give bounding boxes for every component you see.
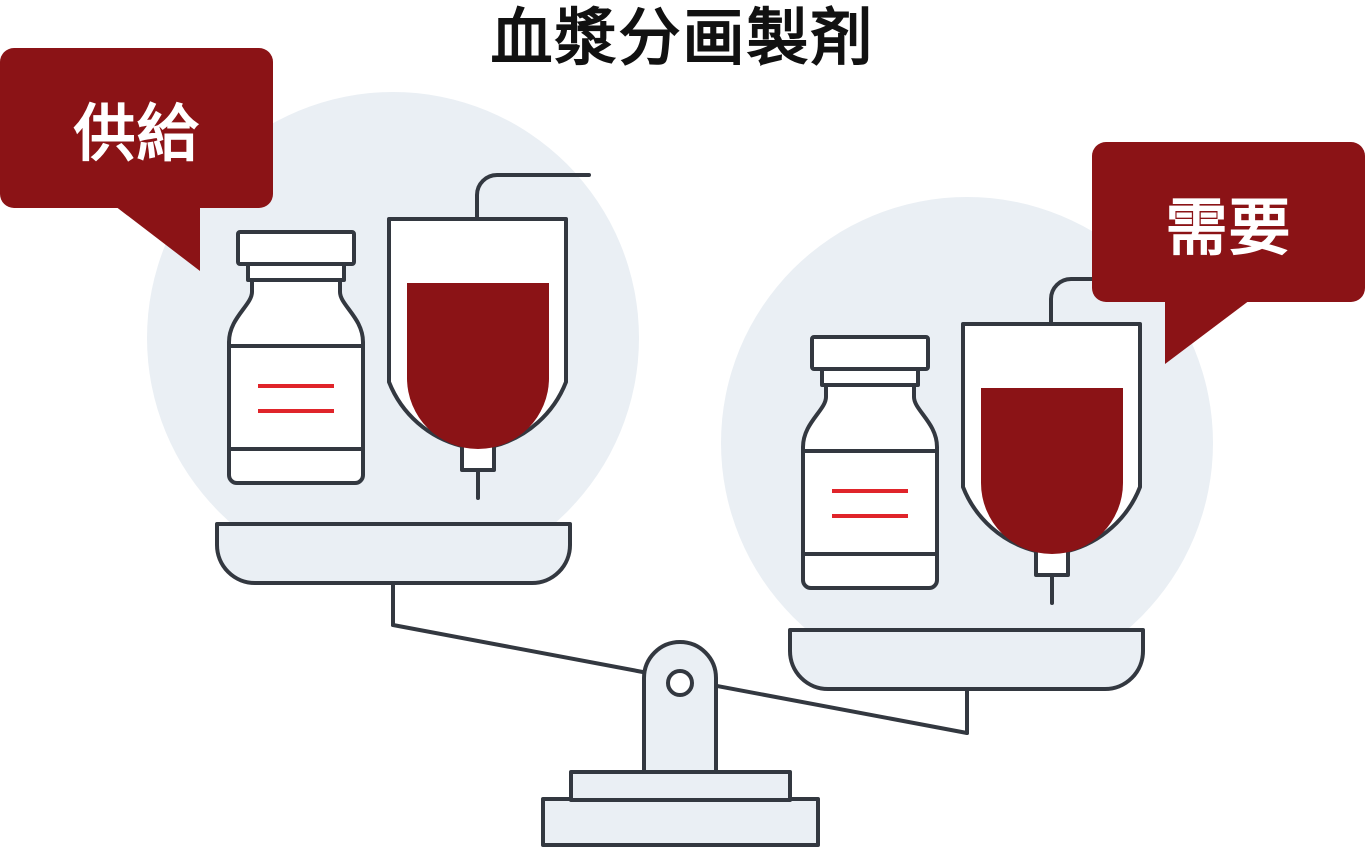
demand-speech-bubble: 需要: [1092, 142, 1365, 302]
supply-pan: [215, 522, 572, 585]
demand-vial-icon: [801, 335, 939, 590]
scale-base-top: [569, 770, 792, 802]
supply-blood-bag-icon: [387, 173, 591, 500]
supply-label: 供給: [73, 97, 200, 170]
supply-vial-icon: [227, 230, 365, 485]
demand-label: 需要: [1165, 191, 1292, 264]
scale-base-bottom: [541, 797, 820, 847]
demand-bubble-tail: [1165, 300, 1250, 364]
supply-speech-bubble: 供給: [0, 48, 273, 208]
scale-pivot: [666, 669, 694, 697]
demand-blood-bag-icon: [961, 277, 1142, 605]
scale-post: [642, 640, 718, 774]
balance-scale-icon: [215, 522, 1145, 847]
page-title: 血漿分画製剤: [490, 1, 875, 74]
supply-bubble-tail: [115, 206, 200, 271]
demand-pan: [788, 628, 1145, 691]
